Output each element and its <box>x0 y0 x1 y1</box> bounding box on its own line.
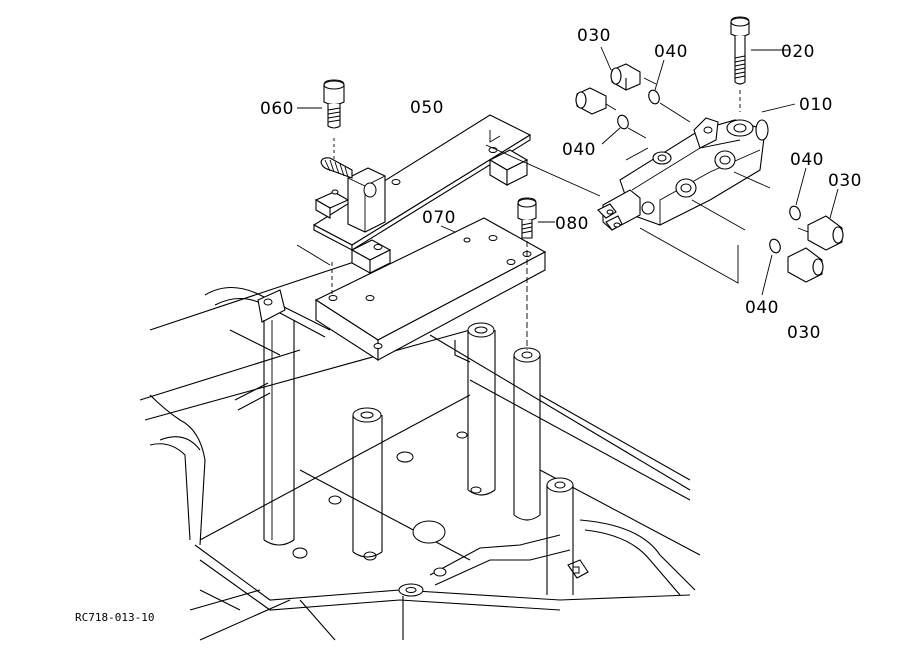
part-080-bolt <box>517 197 537 239</box>
callout-030-top: 030 <box>577 26 611 46</box>
drawing-code: RC718-013-10 <box>75 611 154 624</box>
callout-030-right: 030 <box>828 171 862 191</box>
part-020-bolt <box>730 16 750 112</box>
callout-050: 050 <box>410 98 444 118</box>
part-060-bolt <box>320 79 353 179</box>
part-030-fittings <box>575 63 844 283</box>
callout-040-top: 040 <box>654 42 688 62</box>
callout-040-bottom: 040 <box>745 298 779 318</box>
callout-labels: 060 050 070 080 030 040 040 020 010 040 … <box>75 26 862 624</box>
callout-080: 080 <box>555 214 589 234</box>
callout-060: 060 <box>260 99 294 119</box>
callout-040-right: 040 <box>790 150 824 170</box>
part-050-bracket <box>312 114 532 274</box>
callout-010: 010 <box>799 95 833 115</box>
part-010-valve-body <box>485 117 771 284</box>
part-070-plate <box>296 217 547 362</box>
callout-leaders <box>297 46 839 296</box>
callout-020: 020 <box>781 42 815 62</box>
support-posts <box>263 320 574 640</box>
callout-070: 070 <box>422 208 456 228</box>
part-040-o-rings <box>617 89 801 254</box>
callout-040-left: 040 <box>562 140 596 160</box>
callout-030-bottom: 030 <box>787 323 821 343</box>
